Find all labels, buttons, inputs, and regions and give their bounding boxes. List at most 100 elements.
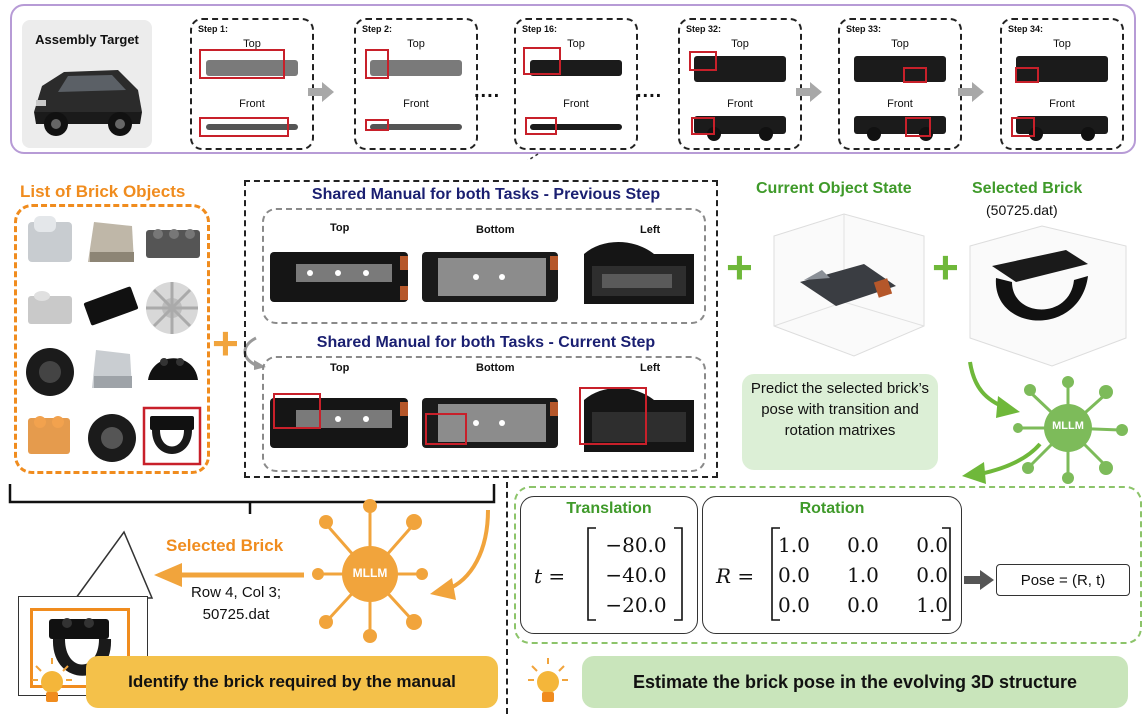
brick-r2c2 [83,286,139,326]
step-label: Step 34: [1008,24,1044,34]
orange-arrow-left-icon [154,563,304,587]
prev-view-bottom: Bottom [476,224,515,236]
cur-left-render [579,387,694,452]
translation-title: Translation [566,500,652,517]
manual-previous-title: Shared Manual for both Tasks - Previous … [311,186,661,203]
predict-pose-note: Predict the selected brick’s pose with t… [742,374,938,470]
cur-view-left: Left [640,362,661,374]
lightbulb-icon [528,658,568,702]
r-cell: 0.0 [778,563,810,587]
current-state-3d-plot [773,213,925,357]
brick-r3c2 [92,350,132,388]
brick-r1c3 [146,229,200,258]
r-matrix: 1.0 0.0 0.0 0.0 1.0 0.0 0.0 0.0 1.0 [778,530,948,620]
r-cell: 1.0 [916,593,948,617]
arrow-right-icon [308,82,334,102]
selected-brick-title: Selected Brick [972,180,1083,197]
rotation-title: Rotation [799,500,865,517]
r-cell: 1.0 [778,533,810,557]
r-row-1: 0.0 1.0 0.0 [778,560,948,590]
assembly-target-title: Assembly Target [35,32,139,47]
r-brackets [771,527,951,621]
plus-icon: + [932,241,959,293]
shared-manual-panel [244,180,718,478]
view-top-label: Top [243,38,261,50]
manual-current-box [262,356,706,472]
brick-r3c1 [26,348,74,396]
brick-r4c2 [88,414,136,462]
r-cell: 0.0 [778,593,810,617]
step-render [199,49,298,137]
selected-brick-file: (50725.dat) [986,202,1058,218]
view-top-label: Top [567,38,585,50]
step-label: Step 16: [522,24,558,34]
ellipsis-1: .... [474,80,501,102]
brick-r3c3 [148,358,198,380]
assembly-target-box [22,20,152,148]
manual-current-title: Shared Manual for both Tasks - Current S… [316,334,656,351]
mllm-icon [1013,376,1128,484]
assembly-steps-panel [10,4,1136,154]
step-label: Step 1: [198,24,229,34]
t-value-1: −40.0 [605,563,667,587]
brick-r1c2 [88,222,134,262]
view-front-label: Front [727,98,753,110]
arrow-right-icon [958,82,984,102]
brick-r1c1 [28,216,72,262]
view-top-label: Top [1053,38,1071,50]
step-render [523,47,622,135]
step-render [689,51,786,141]
t-brackets [587,527,683,621]
r-cell: 0.0 [847,593,879,617]
cur-view-top: Top [330,362,350,374]
r-cell: 1.0 [847,563,879,587]
selected-brick-3d-plot [969,225,1127,367]
mllm-icon [312,499,428,643]
r-cell: 0.0 [916,563,948,587]
brick-list-title: List of Brick Objects [20,182,186,201]
mllm-label-right: MLLM [1052,420,1084,432]
brick-r4c1 [28,416,70,454]
rotation-box [702,496,962,634]
step-label: Step 32: [686,24,722,34]
target-car-image [34,70,142,136]
identify-result: Row 4, Col 3; 50725.dat [166,582,306,626]
t-value-2: −20.0 [605,593,667,617]
view-front-label: Front [239,98,265,110]
step-label: Step 2: [362,24,393,34]
identify-banner: Identify the brick required by the manua… [86,656,498,708]
r-cell: 0.0 [847,533,879,557]
view-front-label: Front [563,98,589,110]
t-vector: −80.0 −40.0 −20.0 [592,530,680,620]
top-connectors [308,82,984,160]
estimate-banner: Estimate the brick pose in the evolving … [582,656,1128,708]
cur-view-bottom: Bottom [476,362,515,374]
prev-top-render [270,252,408,302]
plus-icon: + [726,241,753,293]
section-divider [506,482,508,714]
selected-brick-label: Selected Brick [166,536,284,555]
selected-brick-callout [18,596,148,696]
pose-result-panel [514,486,1142,644]
view-top-label: Top [731,38,749,50]
brick-r2c1 [28,291,72,324]
step-label: Step 33: [846,24,882,34]
brick-grid [26,216,202,466]
t-symbol: t = [534,564,566,588]
identify-result-line1: Row 4, Col 3; [190,584,282,601]
cur-bottom-render [422,398,558,448]
view-front-label: Front [887,98,913,110]
step-render [854,56,946,141]
view-front-label: Front [403,98,429,110]
current-state-title: Current Object State [756,180,912,197]
brick-r2c3 [146,282,198,334]
arrow-right-icon [796,82,822,102]
prev-left-render [584,242,694,304]
brick-list-panel [14,204,210,474]
